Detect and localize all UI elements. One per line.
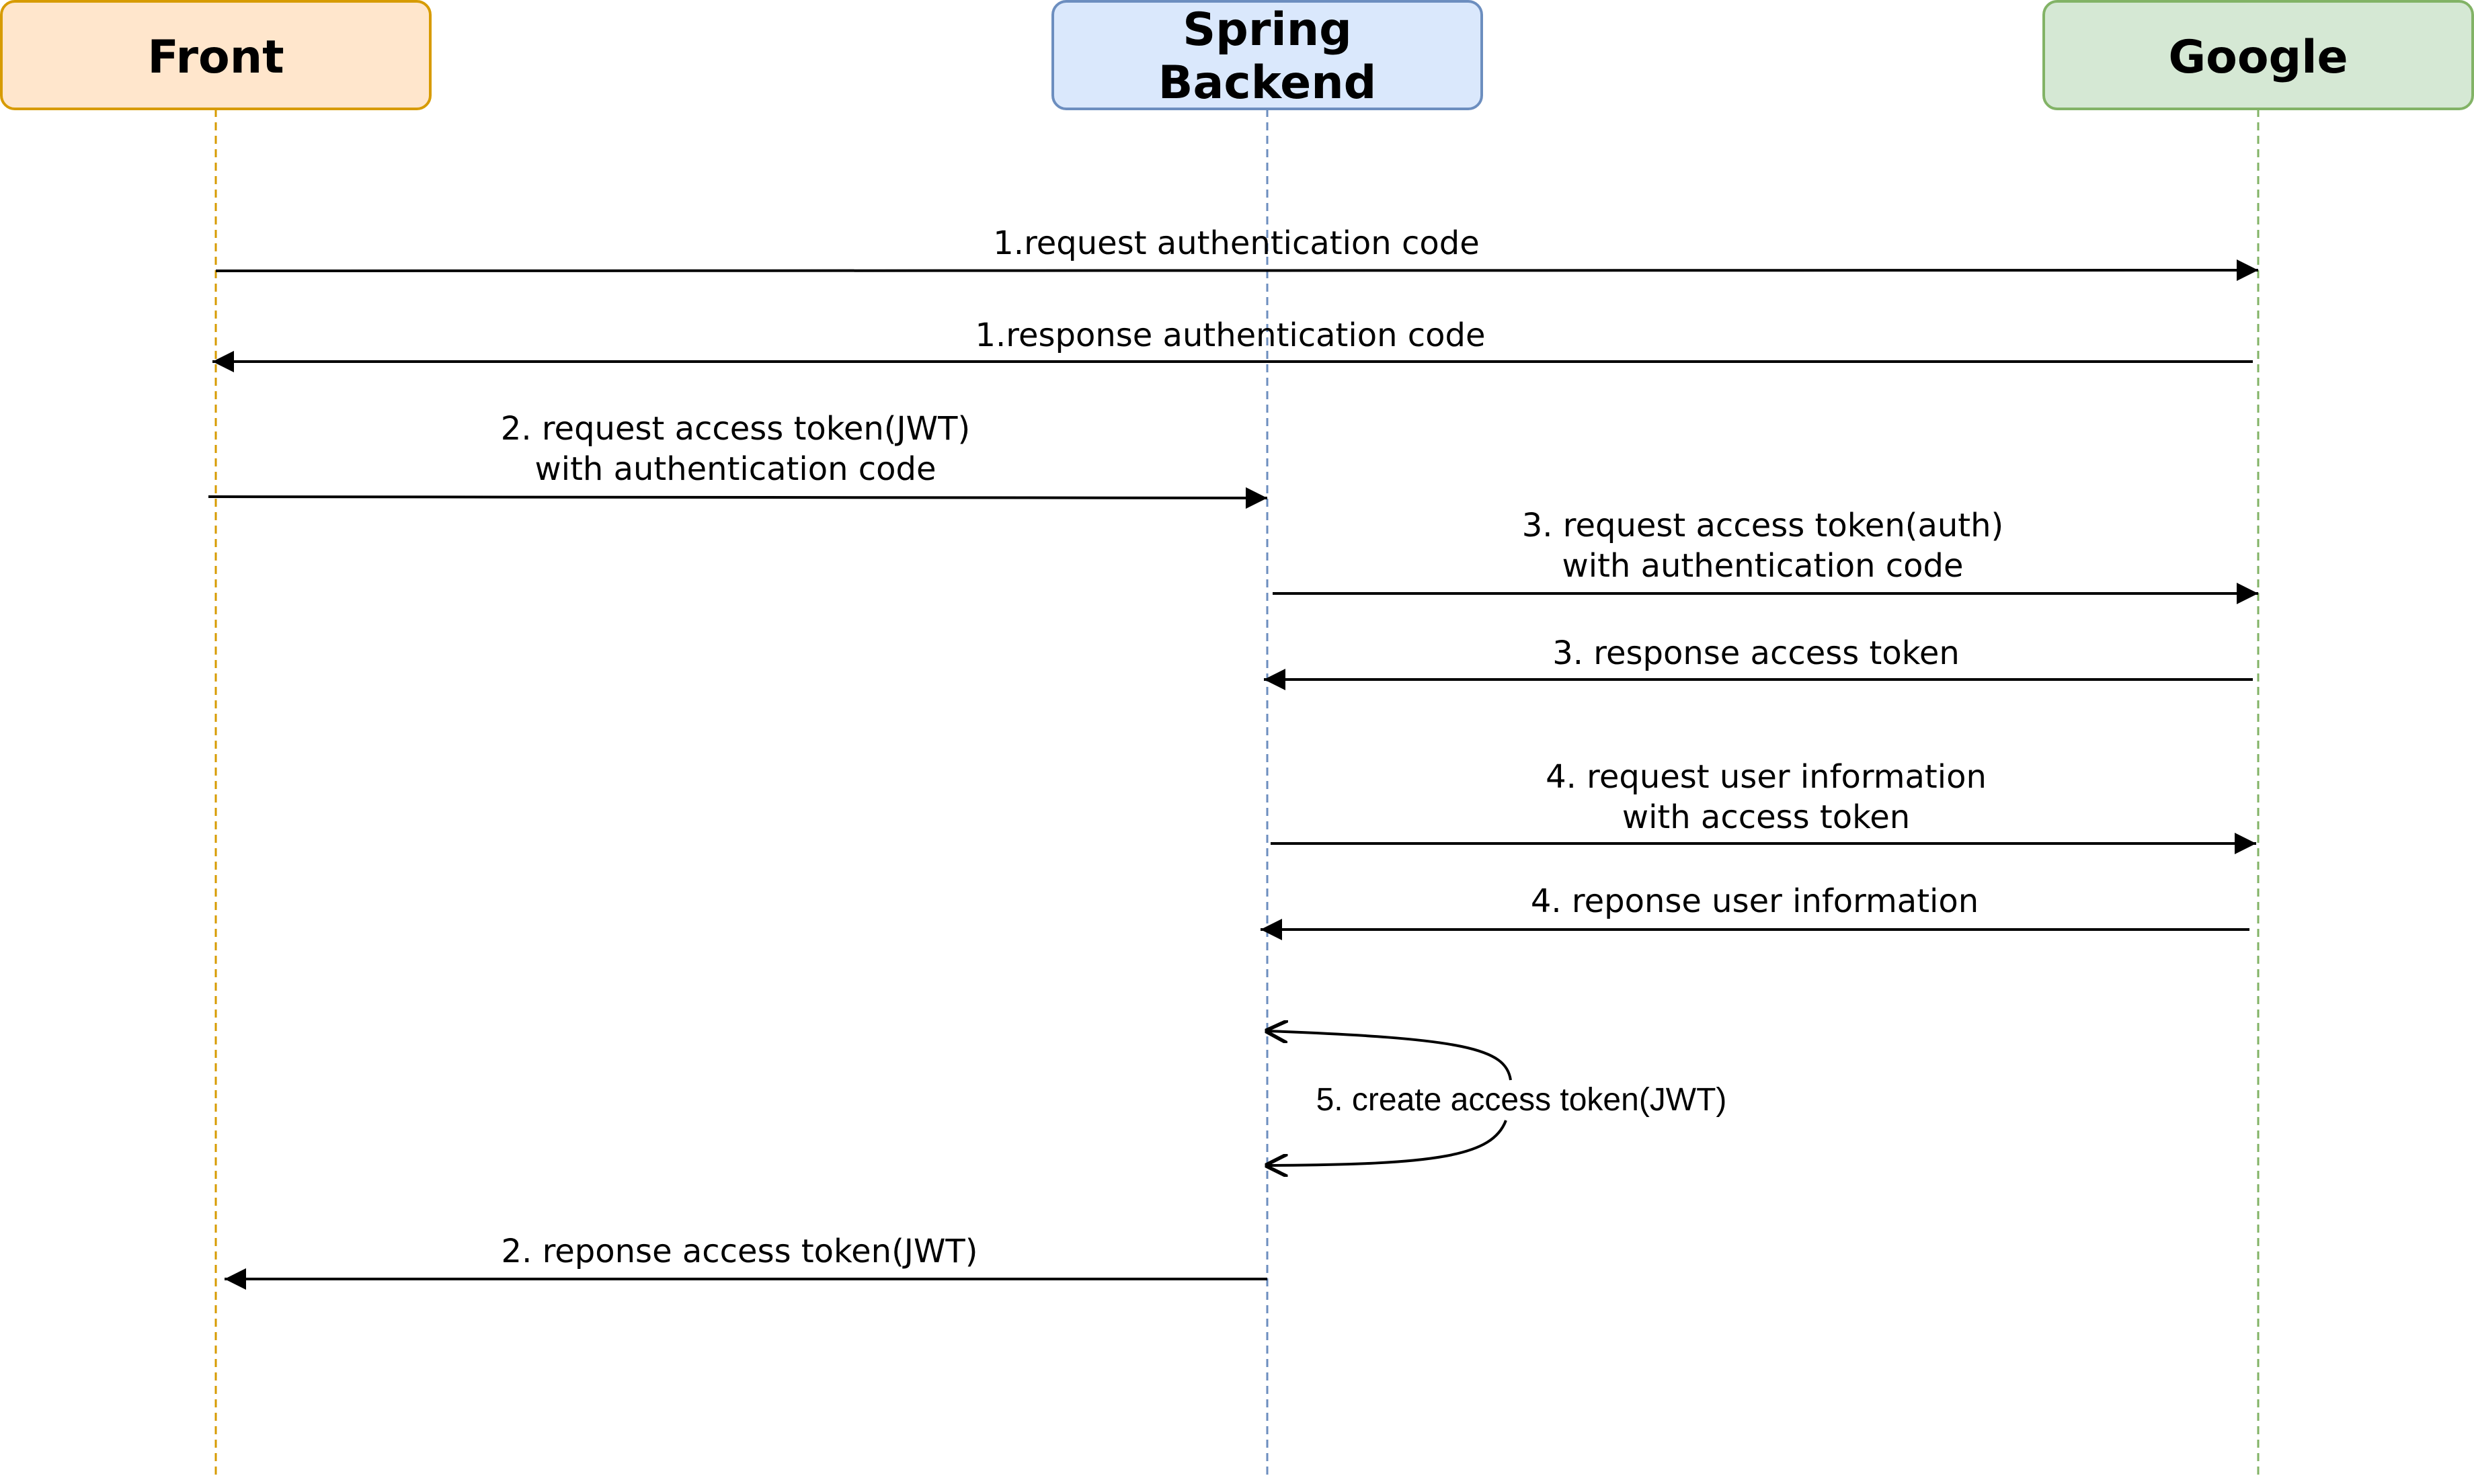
message-4-request-label-line2: with access token: [1622, 798, 1910, 836]
message-3-response: 3. response access token: [1264, 634, 2253, 690]
message-3-request-label-line1: 3. request access token(auth): [1522, 507, 2004, 544]
message-5-self-arrow-bottom: [1267, 1120, 1507, 1165]
message-5-self-label: 5. create access token(JWT): [1316, 1082, 1727, 1118]
participant-front-box: [0, 0, 432, 110]
message-1-response: 1.response authentication code: [212, 317, 2253, 372]
participant-backend-label-line1: Spring: [1183, 3, 1352, 56]
message-2-response: 2. reponse access token(JWT): [225, 1233, 1267, 1290]
participant-backend: Spring Backend: [1051, 0, 1483, 110]
message-4-response-label: 4. reponse user information: [1531, 882, 1979, 920]
participant-front: Front: [0, 0, 432, 110]
message-2-request-label-line1: 2. request access token(JWT): [501, 410, 970, 448]
message-3-request: 3. request access token(auth) with authe…: [1273, 507, 2258, 604]
message-5-self-arrow-top: [1267, 1031, 1512, 1081]
message-1-response-label: 1.response authentication code: [975, 317, 1485, 354]
message-1-request-label: 1.request authentication code: [993, 224, 1479, 262]
message-4-response: 4. reponse user information: [1261, 882, 2249, 940]
message-5-self: 5. create access token(JWT): [1267, 1031, 1726, 1165]
message-1-request-arrow: [215, 259, 2259, 282]
participant-front-label: Front: [147, 31, 284, 84]
message-2-request-arrow: [208, 487, 1268, 509]
participant-google-box: [2042, 0, 2474, 110]
message-1-request: 1.request authentication code: [215, 224, 2259, 282]
message-3-request-label-line2: with authentication code: [1562, 547, 1963, 585]
message-2-request: 2. request access token(JWT) with authen…: [208, 410, 1268, 509]
message-4-request: 4. request user information with access …: [1271, 758, 2256, 854]
message-2-request-label-line2: with authentication code: [534, 450, 936, 488]
participant-backend-label-line2: Backend: [1158, 56, 1377, 110]
participant-google: Google: [2042, 0, 2474, 110]
participant-google-label: Google: [2168, 31, 2348, 84]
message-4-request-label-line1: 4. request user information: [1546, 758, 1987, 796]
participant-backend-box: [1051, 0, 1483, 110]
message-3-response-label: 3. response access token: [1552, 634, 1960, 672]
message-2-response-label: 2. reponse access token(JWT): [502, 1233, 978, 1270]
